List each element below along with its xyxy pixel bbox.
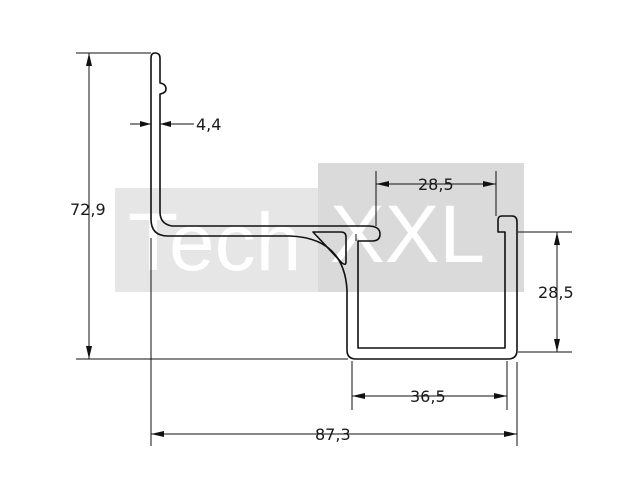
label-wall-thickness: 4,4: [196, 115, 221, 134]
dimension-bottom-width: 36,5: [351, 361, 508, 410]
dimension-top-opening: 28,5: [375, 171, 497, 226]
watermark-text-tech: Tech: [128, 197, 301, 288]
profile-outline: [150, 52, 518, 360]
label-bottom-width: 36,5: [410, 387, 446, 406]
profile-inner-pocket: [312, 231, 347, 266]
label-total-width: 87,3: [315, 425, 351, 444]
label-channel-height: 28,5: [538, 283, 574, 302]
dimension-height-total: 72,9: [70, 52, 348, 360]
dimension-total-width: 87,3: [150, 238, 518, 446]
watermark-light-block: [115, 188, 325, 292]
profile-outer-contour: [150, 52, 518, 360]
label-top-opening: 28,5: [418, 175, 454, 194]
dimension-wall-thickness: 4,4: [130, 115, 221, 134]
dimension-channel-height: 28,5: [518, 231, 574, 353]
label-height-total: 72,9: [70, 200, 106, 219]
watermark: Tech XXL: [115, 163, 524, 292]
watermark-text-xxl: XXL: [330, 189, 485, 280]
